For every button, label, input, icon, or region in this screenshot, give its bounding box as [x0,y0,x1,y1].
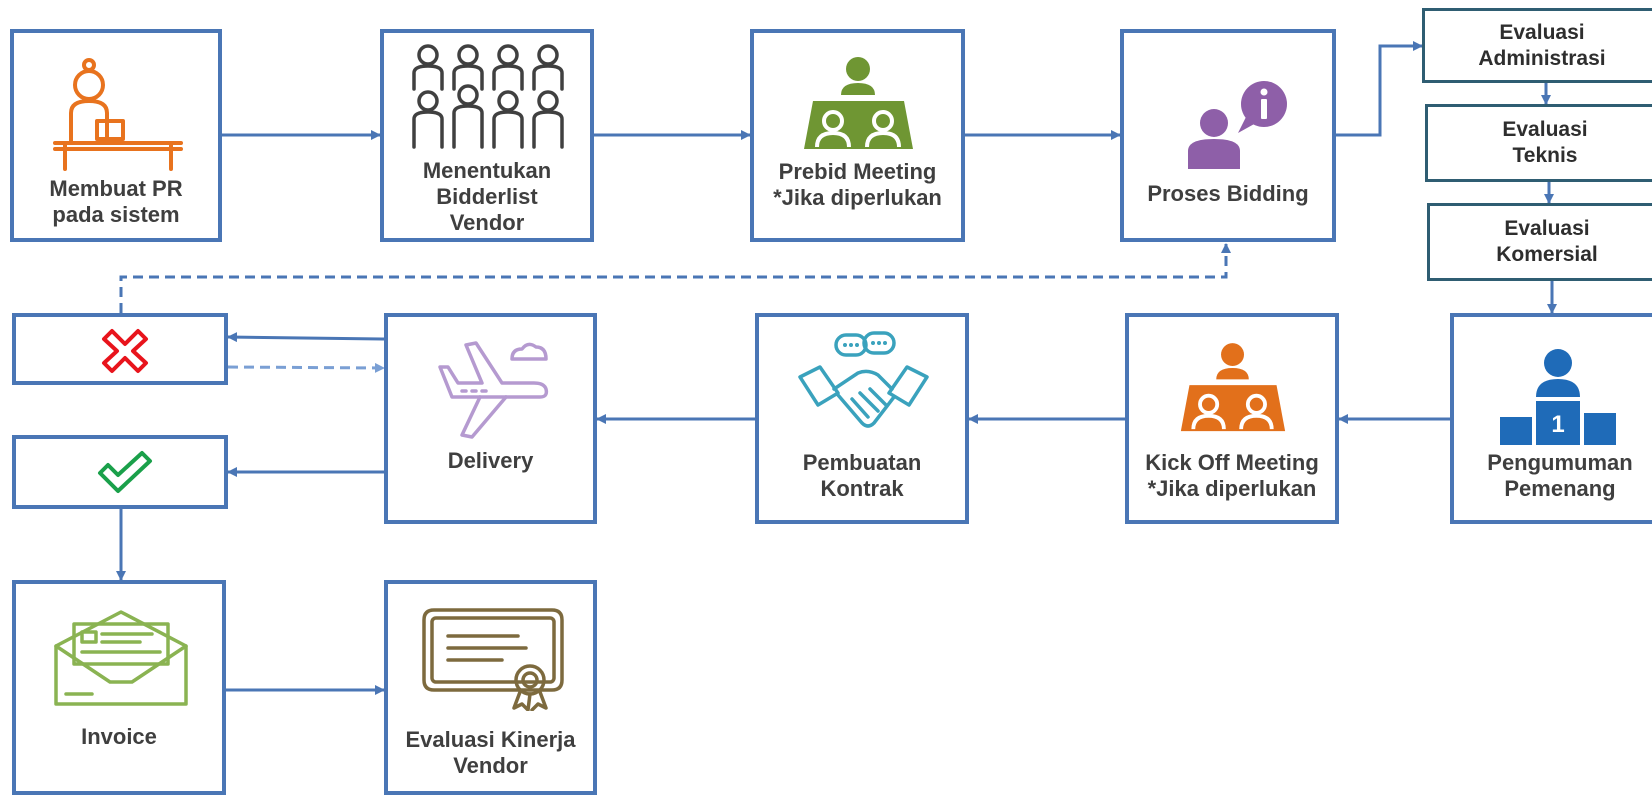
step-label-line: Evaluasi Kinerja [405,727,576,752]
step-label-line: Kick Off Meeting [1145,450,1319,475]
step-invoice: Invoice [12,580,226,795]
arrow-reject-to-delivery-dashed [227,362,385,373]
step-label-line: Kontrak [820,476,904,501]
winner-podium-icon: 1 [1500,349,1616,445]
step-label: Pembuatan Kontrak [759,450,965,502]
step-label-line: Komersial [1496,243,1598,266]
step-label: Prebid Meeting *Jika diperlukan [754,159,961,211]
step-menentukan-bidderlist: Menentukan Bidderlist Vendor [380,29,594,242]
step-pengumuman-pemenang: 1 Pengumuman Pemenang [1450,313,1652,524]
step-proses-bidding: Proses Bidding [1120,29,1336,242]
step-label: Proses Bidding [1124,181,1332,207]
office-worker-icon [53,58,183,171]
arrow-reject-to-bidding-dashed [119,243,1231,313]
step-evaluasi-teknis: Evaluasi Teknis [1425,104,1652,182]
step-label-line: Invoice [81,724,157,749]
step-label-line: Vendor [453,753,528,778]
step-label-line: Administrasi [1478,46,1606,70]
step-label-line: Pemenang [1504,476,1616,501]
step-label: Invoice [16,724,222,750]
status-reject [12,313,228,385]
step-label-line: Bidderlist [436,184,538,209]
step-label-line: Menentukan [422,158,552,183]
step-delivery: Delivery [384,313,597,524]
step-label-line: Pembuatan [802,450,922,475]
step-label: Evaluasi Komersial [1496,216,1598,268]
step-kick-off-meeting: Kick Off Meeting *Jika diperlukan [1125,313,1339,524]
step-label-line: Teknis [1512,144,1578,167]
step-label-line: Pengumuman [1487,450,1633,475]
status-accept [12,435,228,509]
step-label-line: pada sistem [52,202,180,227]
red-cross-icon [102,329,148,373]
step-label-line: Vendor [449,210,525,235]
step-label-line: Evaluasi [1499,20,1585,44]
step-label: Evaluasi Administrasi [1478,20,1605,72]
step-label: Membuat PR pada sistem [14,176,218,228]
step-label: Evaluasi Kinerja Vendor [388,727,593,779]
envelope-icon [54,610,188,706]
step-evaluasi-komersial: Evaluasi Komersial [1427,203,1652,281]
certificate-icon [422,608,564,711]
step-label: Evaluasi Teknis [1502,117,1587,169]
green-check-icon [98,451,152,493]
meeting-icon [804,57,913,149]
airplane-icon [438,341,549,439]
vendor-group-icon [412,44,564,149]
step-label-line: *Jika diperlukan [1147,476,1317,501]
step-pembuatan-kontrak: Pembuatan Kontrak [755,313,969,524]
bidder-info-icon [1188,81,1287,169]
handshake-icon [798,331,929,428]
step-label-line: Delivery [447,448,534,473]
step-label: Menentukan Bidderlist Vendor [384,158,590,236]
step-label-line: Evaluasi [1502,118,1588,141]
step-prebid-meeting: Prebid Meeting *Jika diperlukan [750,29,965,242]
svg-text:1: 1 [1551,411,1564,438]
step-label-line: Evaluasi [1504,217,1590,240]
step-label-line: *Jika diperlukan [773,185,942,210]
arrow-delivery-to-reject [227,332,385,343]
step-evaluasi-kinerja-vendor: Evaluasi Kinerja Vendor [384,580,597,795]
step-membuat-pr: Membuat PR pada sistem [10,29,222,242]
step-label: Kick Off Meeting *Jika diperlukan [1129,450,1335,502]
step-label-line: Proses Bidding [1147,181,1309,206]
meeting-icon [1180,343,1286,432]
step-label-line: Prebid Meeting [778,159,937,184]
step-label: Delivery [388,448,593,474]
step-evaluasi-administrasi: Evaluasi Administrasi [1422,8,1652,83]
step-label: Pengumuman Pemenang [1454,450,1652,502]
arrow-bidding-to-eval-admin [1336,41,1423,137]
step-label-line: Membuat PR [49,176,183,201]
